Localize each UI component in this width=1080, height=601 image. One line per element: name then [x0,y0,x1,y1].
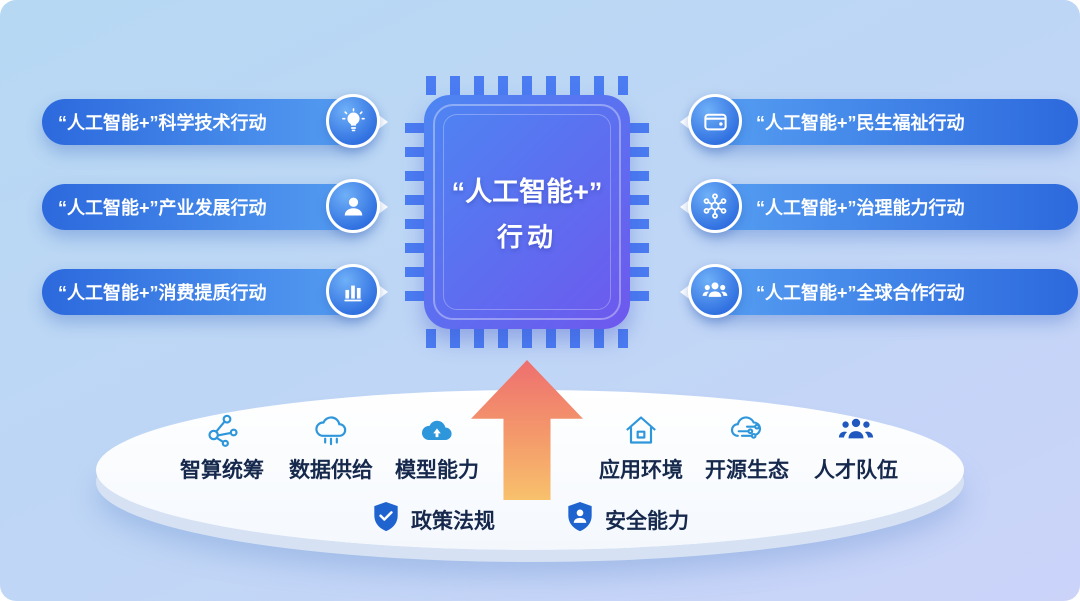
chip-pins-right [630,123,649,301]
chip-title-line2: 行动 [496,222,557,252]
platform-item-label: 智算统筹 [180,459,264,482]
platform-item-label: 模型能力 [395,459,479,482]
platform-item-security: 安全能力 [565,500,689,539]
platform-item-label: 安全能力 [605,509,689,533]
shield-check-icon [371,500,401,539]
chip-pins-left [405,123,424,301]
person-icon [326,179,380,233]
share-network-icon [201,410,243,450]
pill-livelihood-welfare-action: “人工智能+”民生福祉行动 [680,94,1078,148]
pill-label: “人工智能+”产业发展行动 [58,198,267,218]
team-icon [688,264,742,318]
bar-chart-icon [326,264,380,318]
platform-item-opensource: 开源生态 [692,410,802,484]
platform-row2: 政策法规 安全能力 [96,500,964,539]
pill-label: “人工智能+”治理能力行动 [756,198,965,218]
shield-person-icon [565,500,595,539]
platform-item-data: 数据供给 [276,410,386,484]
pill-global-cooperation-action: “人工智能+”全球合作行动 [680,264,1078,318]
pill-label: “人工智能+”消费提质行动 [58,283,267,303]
pill-governance-capability-action: “人工智能+”治理能力行动 [680,179,1078,233]
platform-item-policy: 政策法规 [371,500,495,539]
home-icon [620,410,662,450]
platform-item-label: 人才队伍 [814,459,898,482]
pill-label: “人工智能+”科学技术行动 [58,113,267,133]
cloud-data-icon [309,410,353,450]
platform-item-compute: 智算统筹 [167,410,277,484]
chip-title: “人工智能+” 行动 [424,95,630,329]
wallet-icon [688,94,742,148]
cpu-chip: “人工智能+” 行动 [405,76,649,348]
pill-consumption-quality-action: “人工智能+”消费提质行动 [42,264,388,318]
pill-label: “人工智能+”民生福祉行动 [756,113,965,133]
lightbulb-icon [326,94,380,148]
pill-label: “人工智能+”全球合作行动 [756,283,965,303]
chip-inner-outline-2 [443,114,611,310]
chip-title-line1: “人工智能+” [451,177,603,207]
pill-industry-development-action: “人工智能+”产业发展行动 [42,179,388,233]
chip-body: “人工智能+” 行动 [424,95,630,329]
pill-science-tech-action: “人工智能+”科学技术行动 [42,94,388,148]
cloud-flow-icon [725,410,769,450]
chip-inner-outline [433,104,621,320]
cloud-model-icon [415,410,459,450]
platform-item-label: 数据供给 [289,459,373,482]
chip-pins-bottom [426,329,628,348]
platform-item-talent: 人才队伍 [801,410,911,484]
chip-pins-top [426,76,628,95]
network-icon [688,179,742,233]
platform-item-model: 模型能力 [382,410,492,484]
platform-item-label: 开源生态 [705,459,789,482]
people-icon [834,410,878,450]
platform-item-label: 政策法规 [411,509,495,533]
platform-item-application: 应用环境 [586,410,696,484]
platform-item-label: 应用环境 [599,459,683,482]
